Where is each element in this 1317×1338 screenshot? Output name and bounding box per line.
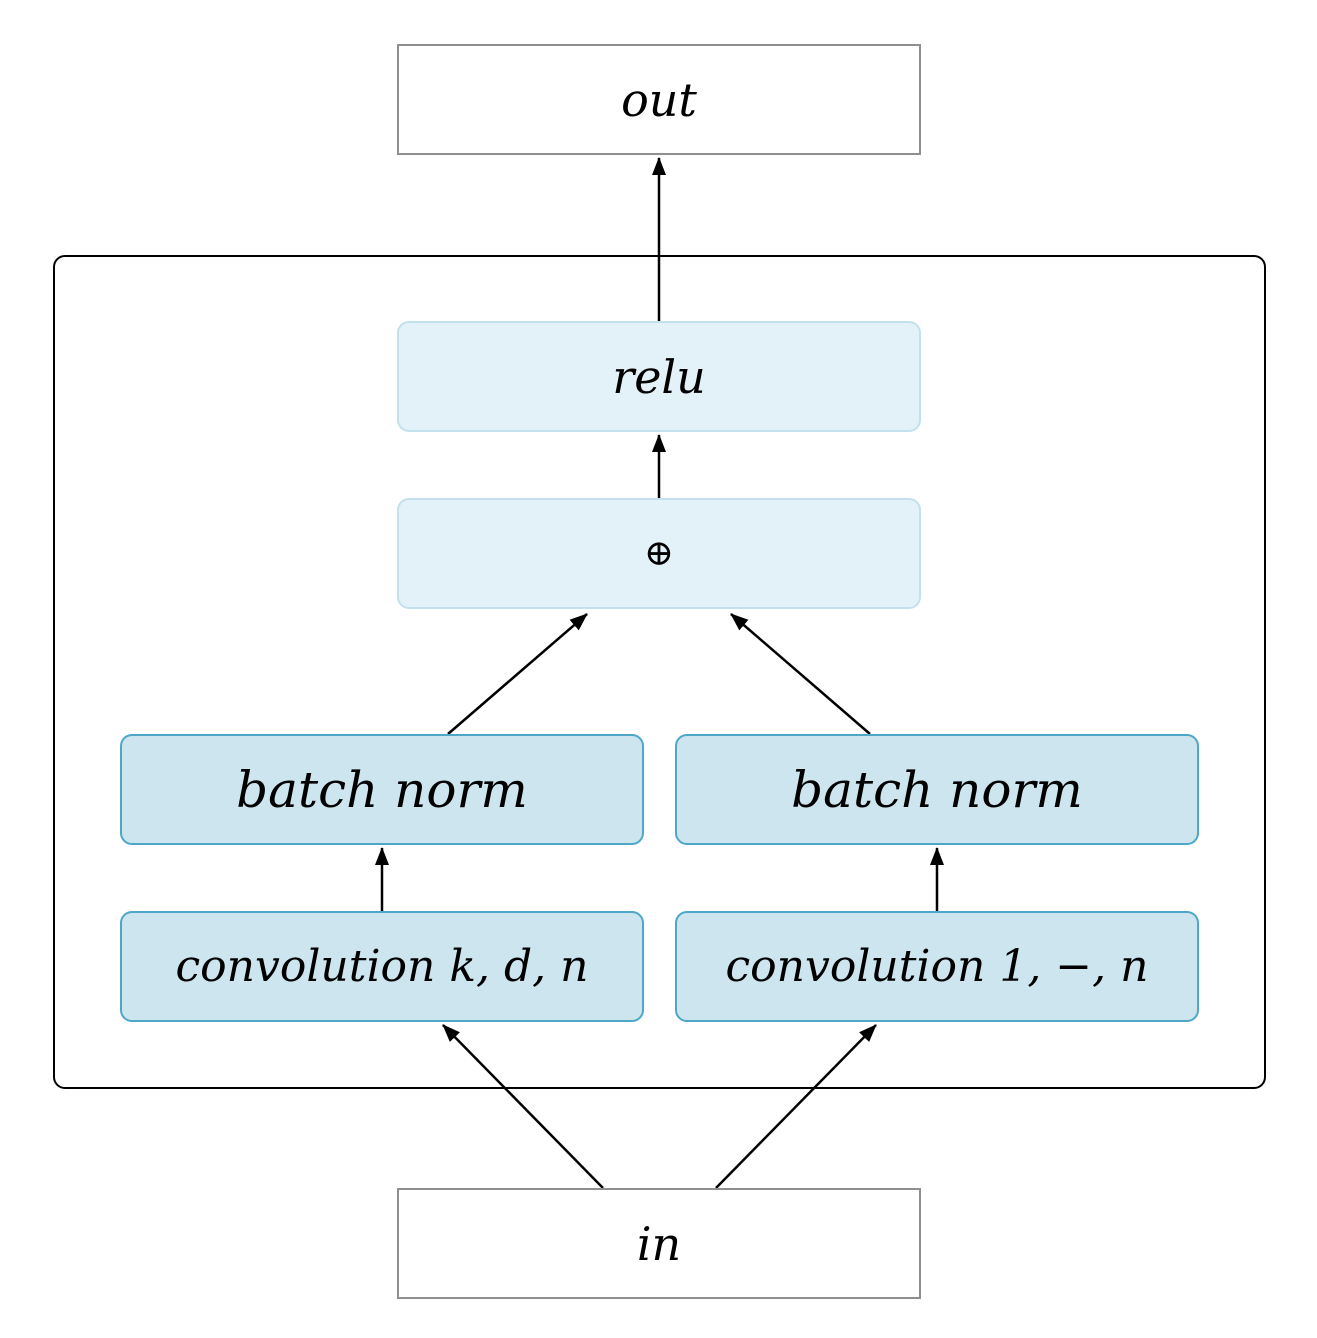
input-node: in — [397, 1188, 921, 1299]
convolution-left-node: convolution k, d, n — [120, 911, 644, 1022]
output-label: out — [621, 72, 697, 127]
convolution-right-word: convolution — [725, 941, 986, 992]
edge-bn-left-to-add — [447, 613, 588, 735]
batch-norm-right-label: batch norm — [791, 760, 1083, 819]
convolution-left-label: convolution k, d, n — [175, 941, 589, 992]
batch-norm-left-label: batch norm — [236, 760, 528, 819]
batch-norm-left-node: batch norm — [120, 734, 644, 845]
edge-in-to-conv-right — [715, 1024, 877, 1189]
add-node: ⊕ — [397, 498, 921, 609]
convolution-right-node: convolution 1, −, n — [675, 911, 1199, 1022]
input-label: in — [636, 1216, 682, 1271]
edge-bn-right-to-add — [730, 613, 871, 735]
relu-node: relu — [397, 321, 921, 432]
batch-norm-right-node: batch norm — [675, 734, 1199, 845]
convolution-right-args: 1, −, n — [999, 941, 1149, 992]
output-node: out — [397, 44, 921, 155]
edge-in-to-conv-left — [442, 1024, 604, 1189]
relu-label: relu — [612, 349, 706, 404]
add-operator-icon: ⊕ — [643, 533, 675, 574]
